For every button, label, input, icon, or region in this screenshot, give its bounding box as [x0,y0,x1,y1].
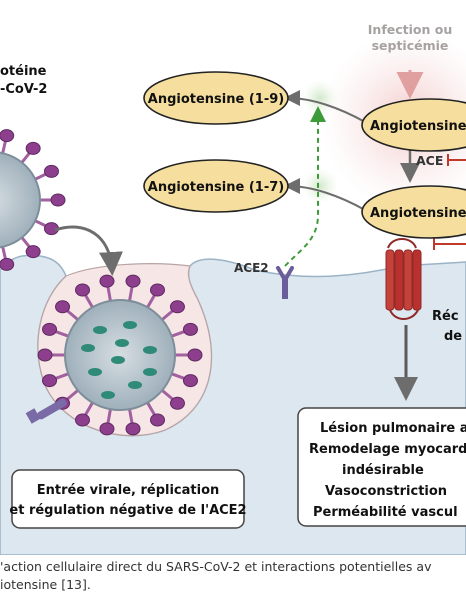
viral-rna [101,391,115,399]
virus-spike-head [50,193,66,207]
infection-label-1: Infection ou [368,22,452,37]
virus-spike-head [99,274,115,288]
ace2-label: ACE2 [234,261,269,275]
virus-spike-head [125,274,141,288]
virus-spike-head [0,129,15,143]
ace2-receptor [276,266,294,299]
virus-spike-head [99,422,115,436]
ang-right-top-ellipse [361,98,466,152]
virus-spike-head [169,300,185,314]
ang17-ellipse [143,159,289,213]
ang-right-bottom-label: Angiotensine [370,206,466,221]
ace2-receptor-internalized [25,398,67,424]
protein-label-1: otéine [0,64,47,79]
ang19-label: Angiotensine (1-9) [148,92,284,107]
virus-spike-head [25,245,41,259]
virus-spike-stem [128,284,134,302]
virus-spike-head [125,422,141,436]
arrow-to-ang19 [284,90,366,123]
effects-box [297,407,466,527]
virus-spike-head [75,283,90,297]
virus-spike-head [37,348,53,362]
infection-label-2: septicémie [372,38,449,53]
ang-right-top-label: Angiotensine [370,119,466,134]
effect-line3: indésirable [342,463,424,478]
viral-rna [88,368,102,376]
ace-label: ACE [416,153,443,168]
green-glow-top [302,80,338,116]
diagram-canvas: otéine -CoV-2 Infection ou septicémie An… [0,22,466,556]
virus-internalized [37,274,203,436]
figure-caption: 'action cellulaire direct du SARS-CoV-2 … [0,558,466,594]
viral-rna [81,344,95,352]
effect-line4: Vasoconstriction [325,484,447,499]
effect-line5: Perméabilité vascul [313,505,458,520]
viral-rna [115,339,129,347]
viral-rna [93,326,107,334]
ang17-label: Angiotensine (1-7) [148,180,284,195]
ang-right-bottom-ellipse [361,185,466,239]
virus-spike-head [182,322,198,336]
viral-rna [128,381,142,389]
virus-spike-stem [106,408,112,426]
virus-spike-head [182,374,198,388]
caption-line2: iotensine [13]. [0,577,91,592]
viral-entry-box [11,469,245,529]
virus-spike-head [55,300,71,314]
virus-spike-head [42,322,58,336]
virus-spike-head [43,164,59,178]
virus-spike-head [169,396,185,410]
virus-spike-stem [106,284,112,302]
receptor-label-1: Réc [432,309,459,324]
virus-spike-stem [128,408,134,426]
viral-rna [143,368,157,376]
green-glow-mid [302,168,338,204]
arrow-to-ang17 [284,178,366,211]
virus-spike-head [150,283,165,297]
viral-rna [111,356,125,364]
virus-spike-head [75,413,90,427]
viral-entry-line1: Entrée virale, réplication [37,483,220,498]
viral-entry-line2: et régulation négative de l'ACE2 [9,503,246,518]
ang19-ellipse [143,71,289,125]
viral-rna [123,321,137,329]
virus-spike-head [187,348,203,362]
virus-top [0,129,66,271]
virus-spike-head [25,141,41,155]
caption-line1: 'action cellulaire direct du SARS-CoV-2 … [0,559,432,574]
effect-line2: Remodelage myocard [309,442,466,457]
virus-spike-head [150,413,165,427]
at1-receptor [385,238,422,320]
effect-line1: Lésion pulmonaire a [320,421,466,436]
entry-arrow [54,225,123,276]
virus-spike-head [0,257,15,271]
viral-rna [143,346,157,354]
protein-label-2: -CoV-2 [0,82,47,97]
receptor-label-2: de [444,329,462,344]
virus-spike-head [42,374,58,388]
